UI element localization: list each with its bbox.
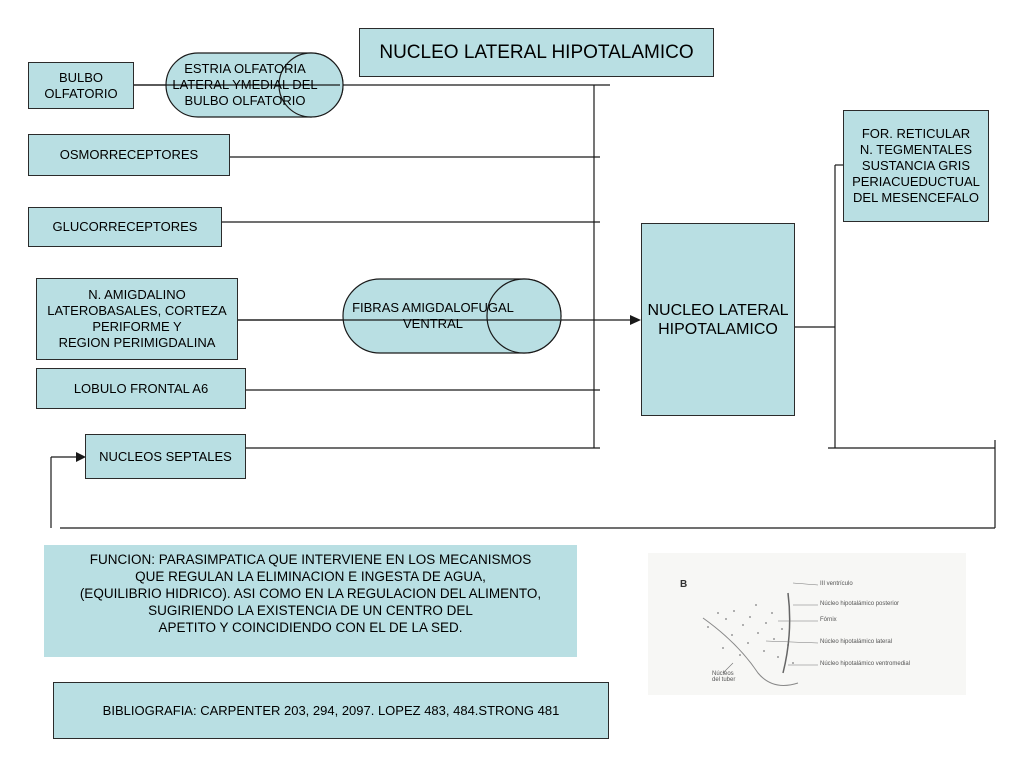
center-nucleo-lateral: NUCLEO LATERAL HIPOTALAMICO — [641, 223, 795, 416]
figure-label-ventricle: III ventrículo — [820, 581, 853, 587]
pathway-estria-olfatoria: ESTRIA OLFATORIA LATERAL YMEDIAL DEL BUL… — [172, 61, 318, 108]
bibliografia-text: BIBLIOGRAFIA: CARPENTER 203, 294, 2097. … — [53, 682, 609, 739]
input-lobulo-frontal: LOBULO FRONTAL A6 — [36, 368, 246, 409]
figure-label-ventromedial: Núcleo hipotalámico ventromedial — [820, 661, 911, 667]
hypothalamus-figure: B III ventrículo Núcleo hipotalámico pos… — [648, 553, 966, 695]
figure-label-lateral: Núcleo hipotalámico lateral — [820, 639, 893, 645]
funcion-text: FUNCION: PARASIMPATICA QUE INTERVIENE EN… — [44, 545, 577, 657]
input-osmorreceptores: OSMORRECEPTORES — [28, 134, 230, 176]
input-nucleos-septales: NUCLEOS SEPTALES — [85, 434, 246, 479]
pathway-fibras-amigdalofugal: FIBRAS AMIGDALOFUGAL VENTRAL — [352, 300, 514, 331]
input-bulbo-olfatorio: BULBO OLFATORIO — [28, 62, 134, 109]
figure-label-posterior: Núcleo hipotalámico posterior — [820, 601, 900, 607]
figure-panel-letter: B — [680, 579, 688, 590]
figure-label-fornix: Fórnix — [820, 617, 837, 623]
input-glucorreceptores: GLUCORRECEPTORES — [28, 207, 222, 247]
page-title: NUCLEO LATERAL HIPOTALAMICO — [359, 28, 714, 77]
input-amigdalino: N. AMIGDALINO LATEROBASALES, CORTEZA PER… — [36, 278, 238, 360]
figure-label-tuber: Núcleos del tuber — [712, 671, 736, 683]
output-mesencefalo: FOR. RETICULAR N. TEGMENTALES SUSTANCIA … — [843, 110, 989, 222]
